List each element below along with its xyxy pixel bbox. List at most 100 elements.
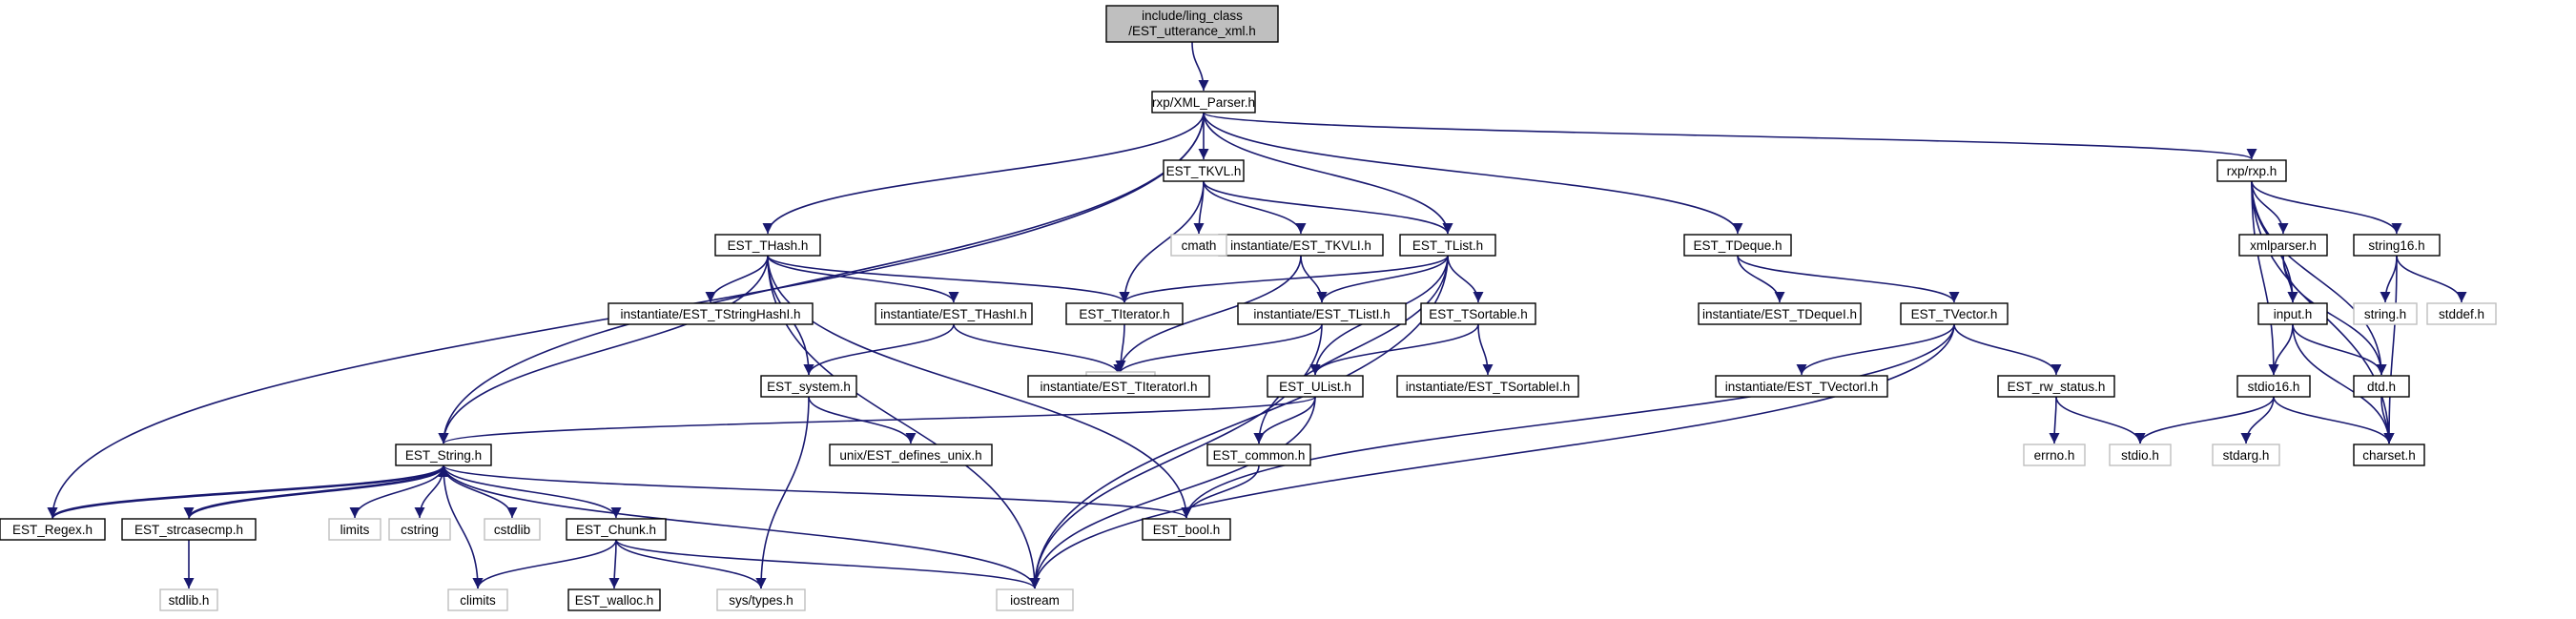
edge-est_string-to-est_chunk — [443, 464, 622, 519]
edge-est_tvector-to-est_bool — [1181, 323, 1955, 519]
node-input[interactable]: input.h — [2257, 302, 2328, 325]
node-label: EST_TList.h — [1412, 238, 1483, 253]
node-unix-defines[interactable]: unix/EST_defines_unix.h — [829, 444, 993, 466]
node-box — [875, 302, 1033, 325]
node-box — [1715, 375, 1888, 398]
node-est-common[interactable]: EST_common.h — [1206, 444, 1311, 466]
node-label: xmlparser.h — [2250, 238, 2317, 253]
node-box — [0, 518, 106, 541]
node-est-tvector[interactable]: EST_TVector.h — [1900, 302, 2009, 325]
edge-est_tlist-to-inst_tlisti — [1316, 255, 1449, 303]
node-box — [716, 588, 806, 611]
edge-est_chunk-to-iostream — [615, 539, 1041, 589]
node-label: stdio.h — [2121, 448, 2159, 463]
node-est-thash[interactable]: EST_THash.h — [714, 234, 821, 257]
node-inst-tdequei[interactable]: instantiate/EST_TDequeI.h — [1698, 302, 1862, 325]
node-stdio16[interactable]: stdio16.h — [2236, 375, 2311, 398]
edge-rxp_rxp-to-stdio16 — [2251, 180, 2279, 376]
edge-est_tsortable-to-inst_tsortablei — [1477, 323, 1494, 376]
edge-xml_parser-to-rxp_rxp — [1203, 112, 2257, 160]
edge-est_tlist-to-est_titerator — [1119, 255, 1449, 303]
node-inst-tlisti[interactable]: instantiate/EST_TListI.h — [1237, 302, 1407, 325]
node-label: instantiate/EST_TKVLI.h — [1230, 238, 1371, 253]
node-box — [996, 588, 1074, 611]
node-est-tdeque[interactable]: EST_TDeque.h — [1683, 234, 1792, 257]
node-box — [1900, 302, 2009, 325]
node-label: instantiate/EST_THashI.h — [880, 307, 1027, 321]
node-label: sys/types.h — [729, 593, 793, 608]
edge-inst_thashi-to-inst_titeratori — [953, 323, 1124, 376]
node-label: iostream — [1010, 593, 1060, 608]
node-est-walloc[interactable]: EST_walloc.h — [567, 588, 661, 611]
node-xmlparser[interactable]: xmlparser.h — [2238, 234, 2328, 257]
node-est-titerator[interactable]: EST_TIterator.h — [1065, 302, 1184, 325]
node-label: rxp/rxp.h — [2227, 164, 2277, 178]
edge-rxp_rxp-to-string16 — [2251, 180, 2402, 235]
node-box — [1065, 302, 1184, 325]
edge-est_thash-to-inst_thashi — [767, 255, 959, 303]
node-est-strcasecmp[interactable]: EST_strcasecmp.h — [121, 518, 257, 541]
edge-input-to-stdio16 — [2268, 323, 2294, 376]
node-label: errno.h — [2034, 448, 2075, 463]
node-dtd[interactable]: dtd.h — [2353, 375, 2410, 398]
edge-est_ulist-to-est_string — [438, 396, 1316, 444]
node-label: stdlib.h — [169, 593, 210, 608]
node-inst-tkvli[interactable]: instantiate/EST_TKVLI.h — [1218, 234, 1384, 257]
node-box — [2353, 375, 2410, 398]
node-est-tkvl[interactable]: EST_TKVL.h — [1163, 159, 1245, 182]
node-box — [159, 588, 218, 611]
node-box — [1396, 375, 1579, 398]
node-rxp-rxp[interactable]: rxp/rxp.h — [2216, 159, 2287, 182]
edge-input-to-dtd — [2292, 323, 2387, 376]
node-est-string[interactable]: EST_String.h — [395, 444, 492, 466]
edge-est_thash-to-est_titerator — [767, 255, 1130, 303]
node-est-tsortable[interactable]: EST_TSortable.h — [1420, 302, 1536, 325]
node-string16[interactable]: string16.h — [2353, 234, 2441, 257]
node-inst-tsortablei[interactable]: instantiate/EST_TSortableI.h — [1396, 375, 1579, 398]
edge-est_thash-to-est_string — [438, 255, 769, 444]
edge-xmlparser-to-dtd — [2282, 255, 2387, 376]
node-label: EST_Chunk.h — [576, 523, 656, 537]
node-est-regex[interactable]: EST_Regex.h — [0, 518, 106, 541]
node-est-bool[interactable]: EST_bool.h — [1142, 518, 1231, 541]
node-est-system[interactable]: EST_system.h — [760, 375, 857, 398]
node-est-rw-status[interactable]: EST_rw_status.h — [1997, 375, 2115, 398]
node-label: EST_TDeque.h — [1693, 238, 1782, 253]
node-label: EST_system.h — [767, 380, 851, 394]
node-box — [484, 518, 541, 541]
node-inst-tstringhashi[interactable]: instantiate/EST_TStringHashI.h — [608, 302, 814, 325]
node-limits: limits — [328, 518, 381, 541]
node-label: instantiate/EST_TDequeI.h — [1702, 307, 1857, 321]
node-est-tlist[interactable]: EST_TList.h — [1399, 234, 1496, 257]
node-label: instantiate/EST_TSortableI.h — [1406, 380, 1571, 394]
node-label: dtd.h — [2367, 380, 2396, 394]
edge-est_ulist-to-iostream — [1029, 396, 1316, 589]
edge-rxp_rxp-to-dtd — [2251, 180, 2387, 376]
edge-est_string-to-cstdlib — [443, 464, 518, 519]
edge-est_thash-to-inst_tstringhashi — [705, 255, 769, 303]
node-inst-thashi[interactable]: instantiate/EST_THashI.h — [875, 302, 1033, 325]
node-label: /EST_utterance_xml.h — [1128, 24, 1256, 38]
edge-xml_parser-to-est_tdeque — [1203, 112, 1743, 235]
node-box — [760, 375, 857, 398]
node-label: cmath — [1182, 238, 1217, 253]
node-box — [447, 588, 508, 611]
node-errno-h: errno.h — [2023, 444, 2086, 466]
edge-est_string-to-iostream — [443, 464, 1041, 589]
node-label: instantiate/EST_TIteratorI.h — [1040, 380, 1197, 394]
node-inst-tvectori[interactable]: instantiate/EST_TVectorI.h — [1715, 375, 1888, 398]
node-box — [395, 444, 492, 466]
edge-est_rw_status-to-stdio_h — [2055, 396, 2146, 444]
node-label: unix/EST_defines_unix.h — [839, 448, 981, 463]
nodes-layer: include/ling_class/EST_utterance_xml.hrx… — [0, 5, 2497, 611]
edge-est_regex-to-est_string — [52, 465, 449, 520]
node-root[interactable]: include/ling_class/EST_utterance_xml.h — [1105, 5, 1279, 43]
node-xml-parser[interactable]: rxp/XML_Parser.h — [1151, 91, 1256, 113]
node-charset[interactable]: charset.h — [2353, 444, 2425, 466]
node-inst-titeratori[interactable]: instantiate/EST_TIteratorI.h — [1027, 375, 1210, 398]
edge-inst_tlisti-to-iostream — [1029, 323, 1323, 589]
node-est-ulist[interactable]: EST_UList.h — [1267, 375, 1364, 398]
node-est-chunk[interactable]: EST_Chunk.h — [566, 518, 667, 541]
node-box — [1206, 444, 1311, 466]
